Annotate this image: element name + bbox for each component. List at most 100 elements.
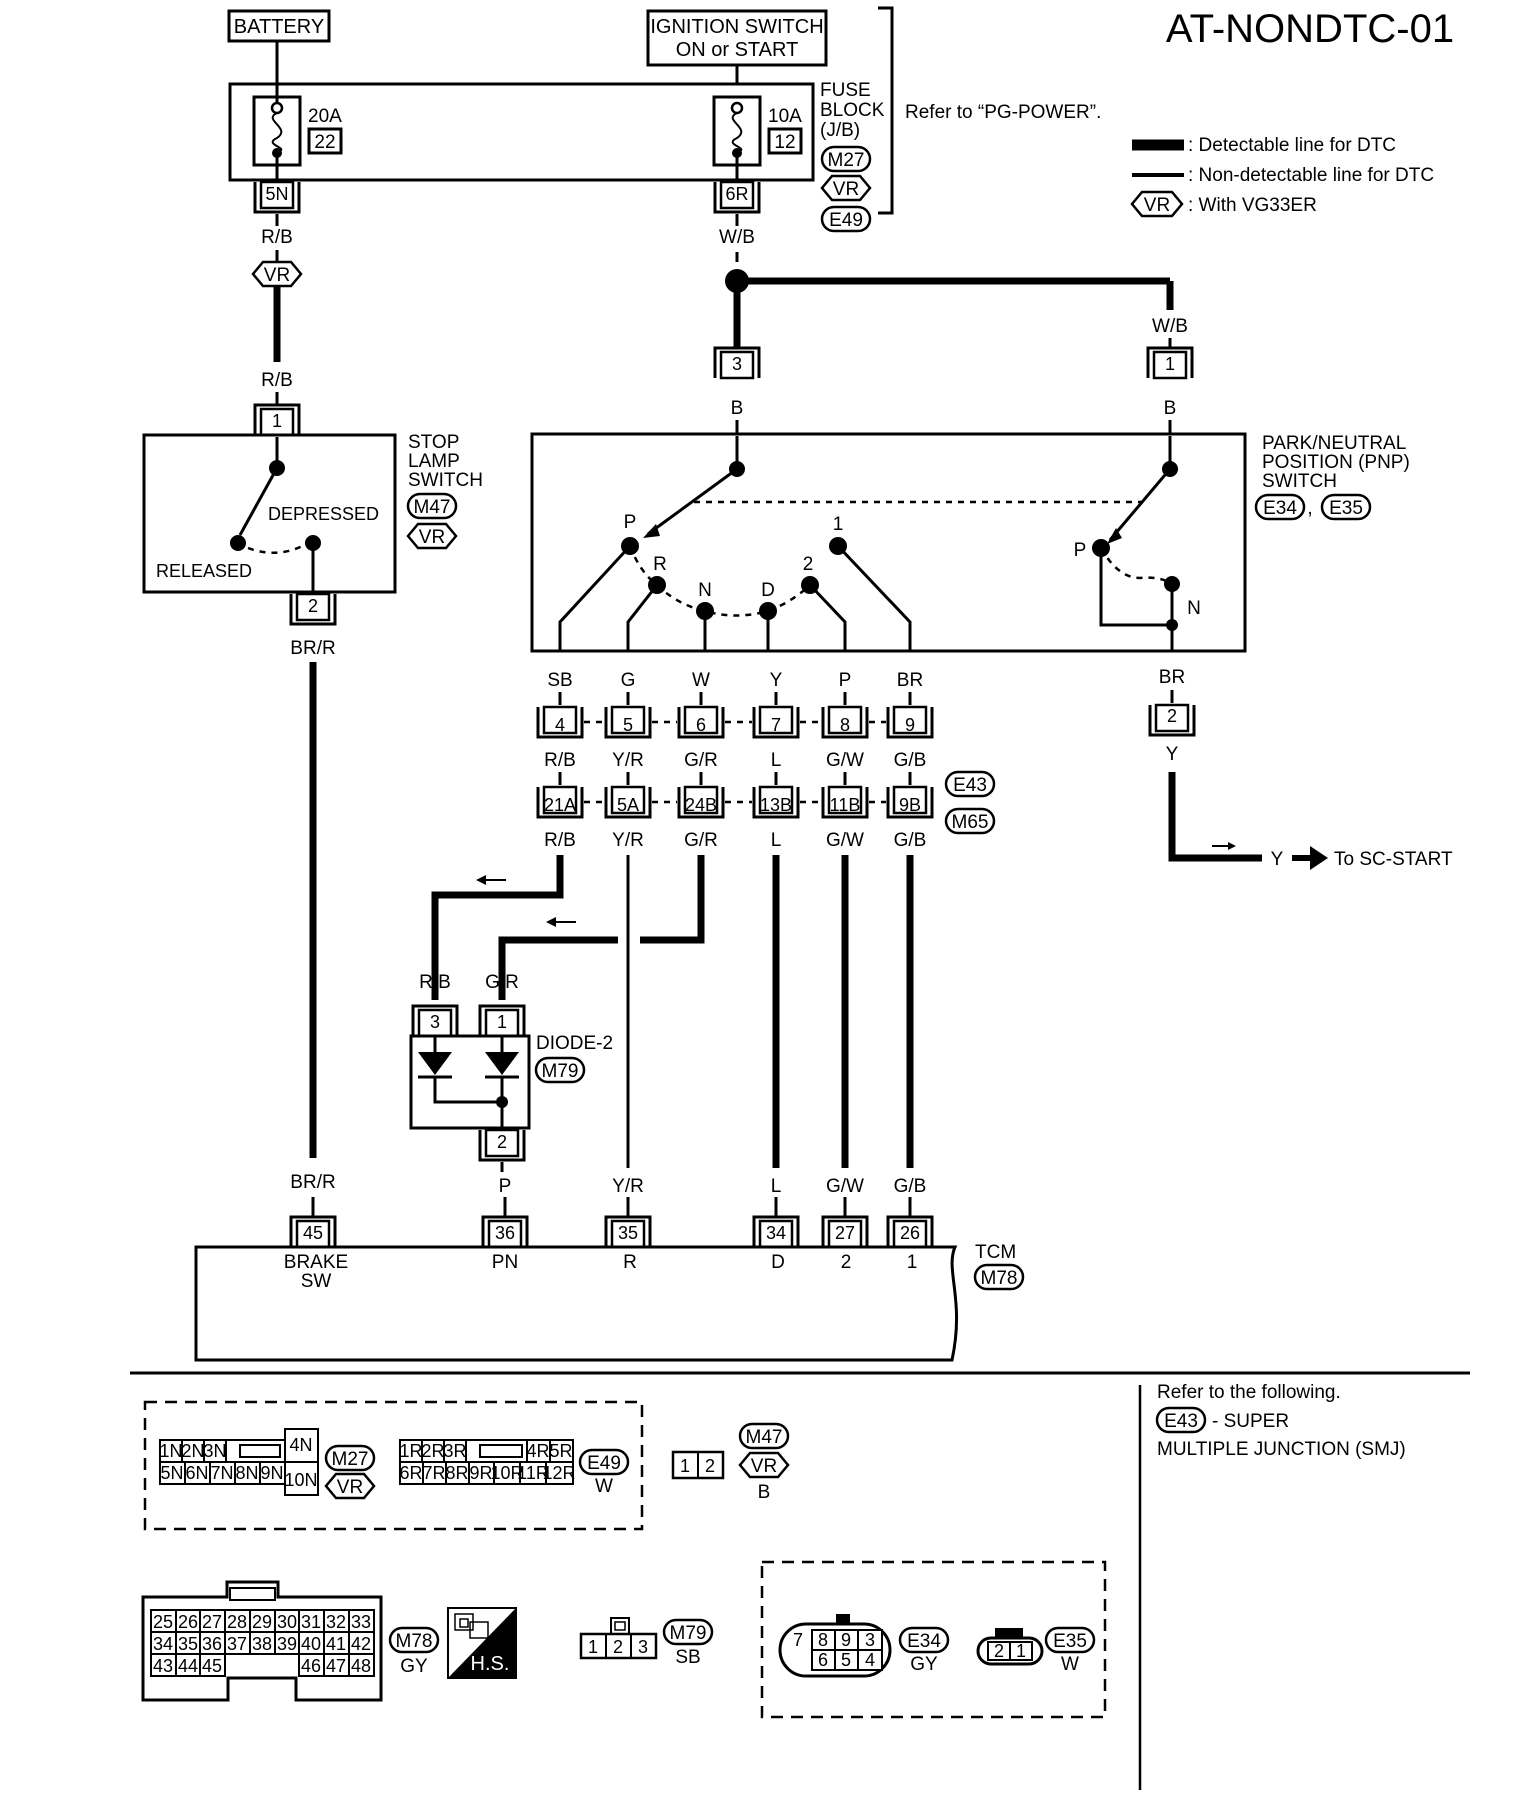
e49-pin-12r: 12R: [542, 1463, 575, 1483]
wire-b-left: B: [731, 398, 744, 419]
row1-pin-7: 7: [771, 715, 781, 735]
pnp-pos-1: 1: [833, 514, 844, 535]
to-sc-start: To SC-START: [1334, 849, 1453, 870]
wire-gw-low: G/W: [826, 830, 864, 851]
stop-lamp-name-2: LAMP: [408, 451, 460, 472]
bottom-e35-tag: E35: [1053, 1631, 1087, 1652]
wire-rb-row: R/B: [544, 750, 576, 771]
row2-pin-5a: 5A: [617, 795, 639, 815]
wire-l-tcm: L: [771, 1176, 782, 1197]
m78-pin-44: 44: [178, 1656, 198, 1676]
wire-yr-row: Y/R: [612, 750, 644, 771]
vr-connector-group: [143, 1400, 644, 1531]
pnp-name-2: POSITION (PNP): [1262, 452, 1410, 473]
e34-pin-4: 4: [865, 1650, 875, 1670]
e34-pin-9: 9: [841, 1630, 851, 1650]
conn-5n: 5N: [265, 184, 288, 204]
tcm-box: [194, 1245, 959, 1362]
m78-color: GY: [400, 1656, 428, 1677]
e34-pin-5: 5: [841, 1650, 851, 1670]
pnp-right-pos-n: N: [1187, 598, 1201, 619]
e49-color: W: [595, 1476, 613, 1497]
fuse-block-label-2: BLOCK: [820, 100, 885, 121]
wire-br-right: BR: [1159, 667, 1185, 688]
m78-pin-28: 28: [227, 1612, 247, 1632]
wire-gb-low: G/B: [894, 830, 927, 851]
bottom-e49-tag: E49: [587, 1453, 621, 1474]
m27-pin-3n: 3N: [203, 1441, 226, 1461]
e35-pin-2: 2: [994, 1641, 1004, 1661]
m78-pin-27: 27: [202, 1612, 222, 1632]
ignition-switch-state: ON or START: [676, 39, 799, 61]
m79-connector-tag: M79: [542, 1061, 579, 1082]
wire-gb-row: G/B: [894, 750, 927, 771]
wire-wb-left: W/B: [719, 227, 755, 248]
smj-label: MULTIPLE JUNCTION (SMJ): [1157, 1439, 1406, 1460]
e49-pin-2r: 2R: [421, 1441, 444, 1461]
e49-pin-6r: 6R: [399, 1463, 422, 1483]
pnp-connector-group: [760, 1560, 1107, 1719]
e34-pin-6: 6: [818, 1650, 828, 1670]
tcm-label-1: 1: [907, 1252, 918, 1273]
m65-connector-tag: M65: [952, 812, 989, 833]
diode-pin2: 2: [497, 1132, 507, 1152]
m78-pin-39: 39: [277, 1634, 297, 1654]
row1-pin-8: 8: [840, 715, 850, 735]
e49-pin-8r: 8R: [445, 1463, 468, 1483]
hs-label: H.S.: [471, 1653, 510, 1675]
m27-pin-5n: 5N: [160, 1463, 183, 1483]
m78-pin-42: 42: [351, 1634, 371, 1654]
bottom-m78-tag: M78: [396, 1631, 433, 1652]
tcm-label-2: 2: [841, 1252, 852, 1273]
m78-pin-34: 34: [153, 1634, 173, 1654]
m78-pin-31: 31: [301, 1612, 321, 1632]
m78-pin-32: 32: [326, 1612, 346, 1632]
pnp-pos-r: R: [653, 554, 667, 575]
wire-y-to-sc: Y: [1271, 849, 1284, 870]
e49-pin-7r: 7R: [422, 1463, 445, 1483]
wire-brr-bottom: BR/R: [290, 1172, 335, 1193]
row1-pin-4: 4: [555, 715, 565, 735]
e35-connector-tag: E35: [1329, 498, 1363, 519]
vr-tag-rb: VR: [264, 265, 290, 286]
bottom-vr-tag-1: VR: [337, 1477, 363, 1498]
m78-pin-46: 46: [301, 1656, 321, 1676]
m78-pin-48: 48: [351, 1656, 371, 1676]
wire-g: G: [621, 670, 636, 691]
m78-pin-33: 33: [351, 1612, 371, 1632]
super-label: - SUPER: [1212, 1411, 1289, 1432]
stop-lamp-pin1: 1: [272, 411, 282, 431]
m78-pin-29: 29: [252, 1612, 272, 1632]
battery-label: BATTERY: [234, 16, 324, 38]
conn-6r: 6R: [725, 184, 748, 204]
fuse1-number: 22: [314, 132, 335, 153]
row1-pin-5: 5: [623, 715, 633, 735]
m78-pin-43: 43: [153, 1656, 173, 1676]
pnp-comma: ,: [1307, 498, 1312, 519]
m78-pin-40: 40: [301, 1634, 321, 1654]
wire-gr-low: G/R: [684, 830, 718, 851]
e34-pin-8: 8: [818, 1630, 828, 1650]
wire-gr-row: G/R: [684, 750, 718, 771]
wire-br: BR: [897, 670, 923, 691]
m27-pin-2n: 2N: [181, 1441, 204, 1461]
stop-lamp-pin2: 2: [308, 596, 318, 616]
pnp-pin3: 3: [732, 354, 742, 374]
fuse1-amp: 20A: [308, 106, 342, 127]
m27-pin-6n: 6N: [185, 1463, 208, 1483]
m47-pin-1: 1: [680, 1456, 690, 1476]
e49-pin-9r: 9R: [469, 1463, 492, 1483]
m27-pin-9n: 9N: [260, 1463, 283, 1483]
legend-vr-tag: VR: [1144, 195, 1170, 216]
row2-pin-13b: 13B: [760, 795, 792, 815]
pnp-pos-d: D: [761, 580, 775, 601]
e49-pin-3r: 3R: [443, 1441, 466, 1461]
wire-yr-tcm: Y/R: [612, 1176, 644, 1197]
diode-pin3: 3: [430, 1012, 440, 1032]
e49-pin-10r: 10R: [490, 1463, 523, 1483]
legend-with-vg33er: : With VG33ER: [1188, 195, 1317, 216]
battery-box: [227, 9, 331, 43]
pnp-name-3: SWITCH: [1262, 471, 1337, 492]
tcm-label-pn: PN: [492, 1252, 518, 1273]
tcm-label-brake: BRAKE: [284, 1252, 348, 1273]
